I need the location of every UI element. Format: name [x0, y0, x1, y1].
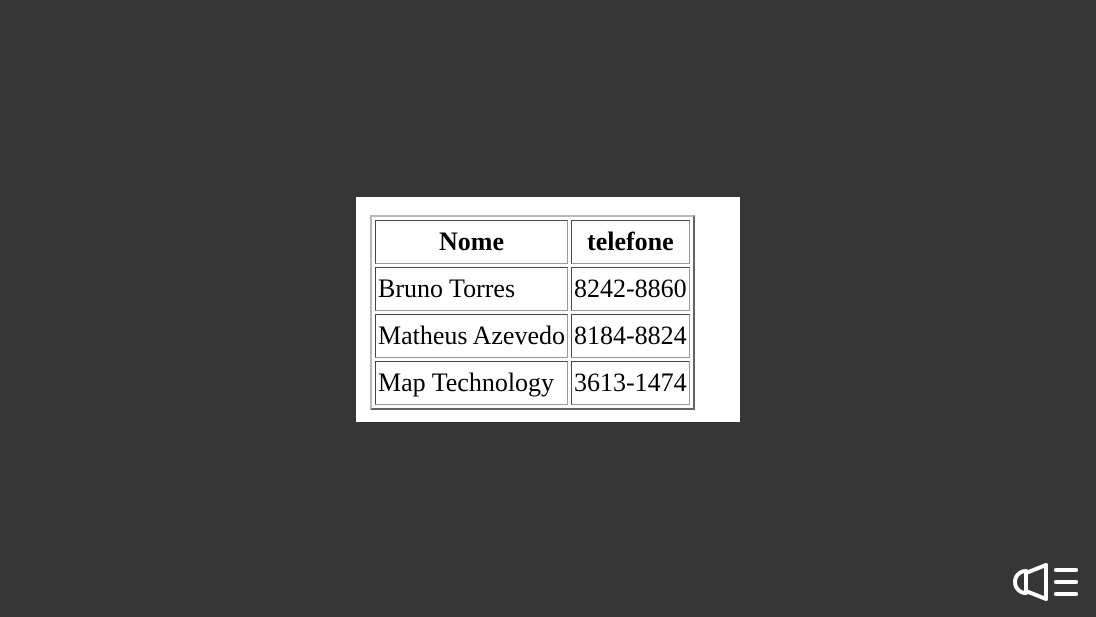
table-screenshot-panel: Nome telefone Bruno Torres 8242-8860 Mat…: [356, 197, 740, 422]
table-row: Bruno Torres 8242-8860: [375, 267, 690, 311]
table-row: Matheus Azevedo 8184-8824: [375, 314, 690, 358]
cell-nome: Map Technology: [375, 361, 569, 405]
table-row: Map Technology 3613-1474: [375, 361, 690, 405]
table-header-row: Nome telefone: [375, 220, 690, 264]
contacts-table: Nome telefone Bruno Torres 8242-8860 Mat…: [370, 215, 695, 410]
cell-telefone: 8242-8860: [571, 267, 690, 311]
header-nome: Nome: [375, 220, 569, 264]
cell-telefone: 3613-1474: [571, 361, 690, 405]
cell-nome: Bruno Torres: [375, 267, 569, 311]
cell-telefone: 8184-8824: [571, 314, 690, 358]
megaphone-logo-icon: [1013, 563, 1078, 601]
header-telefone: telefone: [571, 220, 690, 264]
cell-nome: Matheus Azevedo: [375, 314, 569, 358]
